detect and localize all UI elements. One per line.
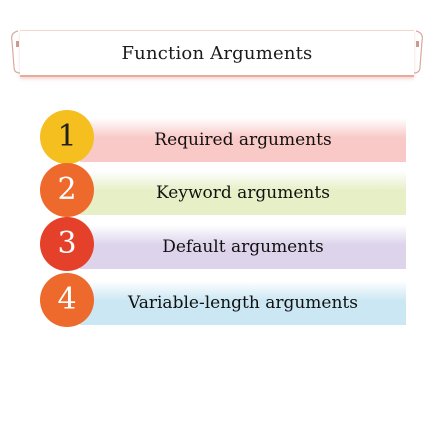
number-badge: 2 [40, 163, 94, 217]
item-bar [80, 118, 406, 162]
list-item-variable-length: 4 Variable-length arguments [40, 273, 408, 333]
scroll-curl-left [11, 30, 21, 74]
item-bar [80, 281, 406, 325]
list-item-required: 1 Required arguments [40, 110, 408, 170]
number-badge: 1 [40, 110, 94, 164]
number-badge: 3 [40, 217, 94, 271]
list-item-default: 3 Default arguments [40, 217, 408, 277]
scroll-curl-right [413, 30, 423, 74]
item-label: Variable-length arguments [128, 293, 358, 313]
item-bar [80, 225, 406, 269]
item-bar [80, 171, 406, 215]
item-label: Default arguments [162, 237, 324, 257]
list-item-keyword: 2 Keyword arguments [40, 163, 408, 223]
number-badge: 4 [40, 273, 94, 327]
diagram-title: Function Arguments [121, 43, 313, 64]
title-banner: Function Arguments [11, 30, 423, 77]
item-label: Keyword arguments [156, 183, 330, 203]
item-label: Required arguments [154, 130, 332, 150]
